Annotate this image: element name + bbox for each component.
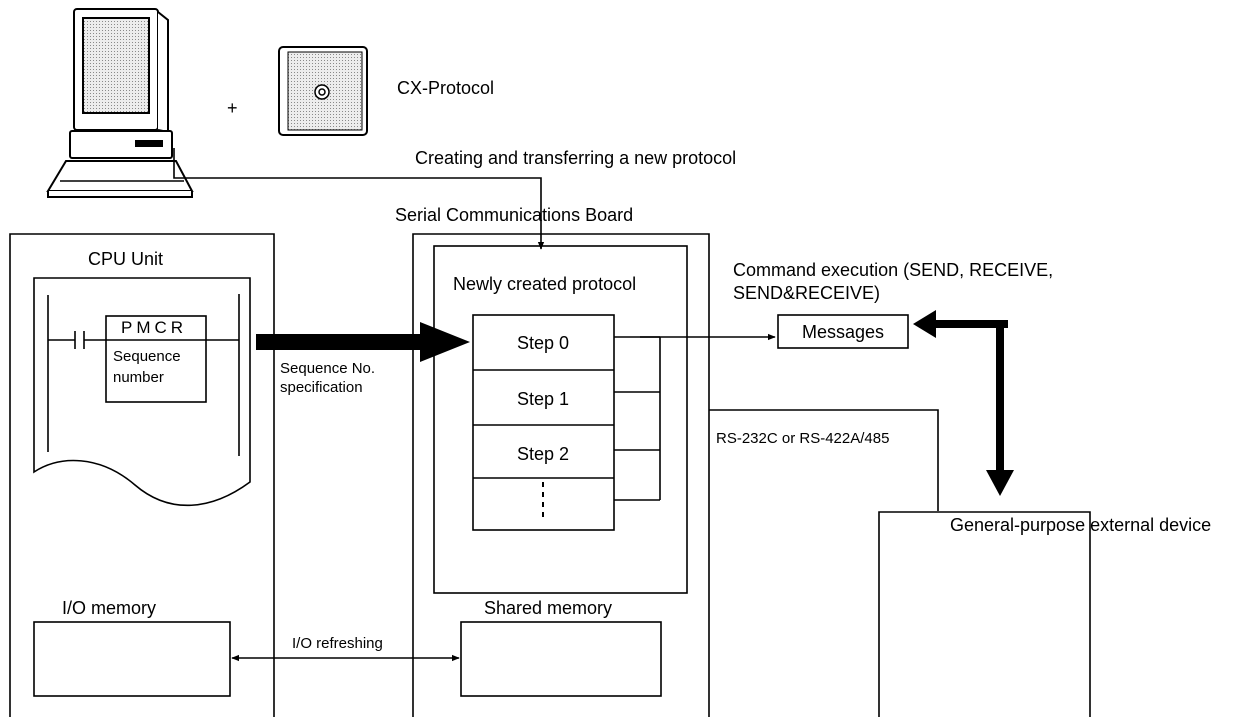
step-table: Step 0 Step 1 Step 2: [472, 314, 615, 531]
computer-icon: [46, 8, 194, 198]
external-device-label: General-purpose external device: [950, 515, 1211, 535]
step-1-label: Step 1: [517, 389, 569, 409]
sequence-arrow: [256, 322, 470, 362]
sequence-label-line1: Sequence No.: [280, 360, 375, 377]
interface-label: RS-232C or RS-422A/485: [716, 430, 889, 447]
pmcr-operand-line2: number: [113, 369, 164, 386]
io-memory-box: [33, 621, 231, 697]
transfer-connector: [173, 148, 545, 250]
step-0-label: Step 0: [517, 333, 569, 353]
protocol-title: Newly created protocol: [453, 274, 636, 294]
monitor-side: [157, 11, 169, 134]
cpu-unit-frame: [9, 233, 275, 717]
pmcr-instruction-label: PMCR: [121, 318, 187, 337]
command-label-line2: SEND&RECEIVE): [733, 283, 880, 303]
messages-box: [777, 314, 909, 349]
sequence-label-line2: specification: [280, 379, 363, 396]
command-label-line1: Command execution (SEND, RECEIVE,: [733, 260, 1053, 280]
io-refresh-label: I/O refreshing: [292, 635, 383, 652]
transfer-label: Creating and transferring a new protocol: [415, 148, 736, 168]
shared-memory-label: Shared memory: [484, 598, 612, 618]
cpu-unit-title: CPU Unit: [88, 249, 163, 269]
ladder-rungs: [47, 294, 240, 456]
external-device-box: [878, 511, 1091, 717]
ladder-program-area: [33, 277, 251, 507]
keyboard: [46, 160, 194, 192]
pmcr-operand-line1: Sequence: [113, 348, 181, 365]
system-unit: [69, 130, 173, 159]
pmcr-instruction-block: [105, 315, 207, 403]
keyboard-front: [47, 191, 193, 198]
shared-memory-box: [460, 621, 662, 697]
disk-drive-slot: [135, 140, 163, 147]
interface-line: [709, 409, 939, 511]
software-package-name: CX-Protocol: [397, 78, 494, 98]
cd-package-icon: [278, 46, 368, 136]
monitor-screen: [82, 17, 150, 114]
io-memory-label: I/O memory: [62, 598, 156, 618]
board-frame: [412, 233, 710, 717]
step-connectors: [614, 336, 661, 501]
step-2-label: Step 2: [517, 444, 569, 464]
external-comm-arrow: [913, 310, 1014, 496]
board-title: Serial Communications Board: [395, 205, 633, 225]
cd-hole: [318, 88, 326, 96]
messages-label: Messages: [802, 322, 884, 342]
protocol-frame: [433, 245, 688, 594]
plus-sign: +: [227, 98, 238, 118]
